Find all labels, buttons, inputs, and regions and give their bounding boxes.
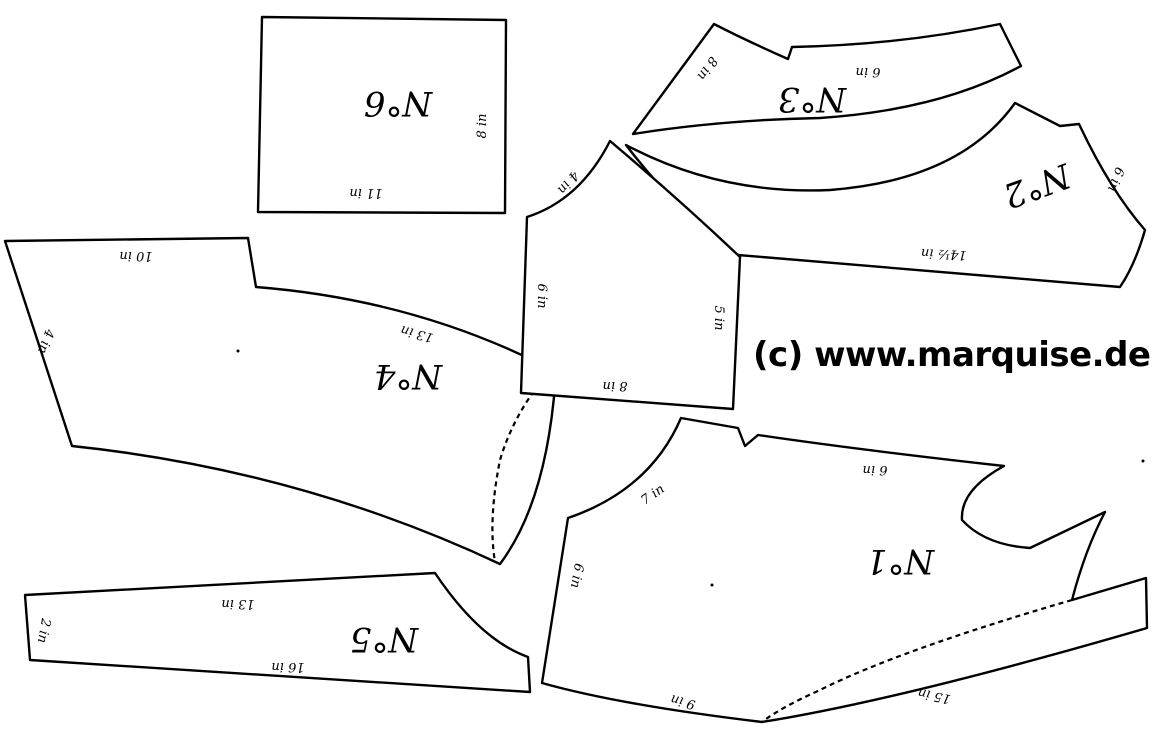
piece-1-label-top: 6 in <box>863 462 888 477</box>
piece-number-1: N°1 <box>866 541 935 581</box>
piece-number-6: N°6 <box>364 83 433 123</box>
piece-5-label-bottom: 16 in <box>271 659 304 674</box>
piece-1-label-bottom: 9 in <box>669 691 697 712</box>
piece-2-label-right: 6 in <box>1104 165 1127 194</box>
copyright-watermark: (c) www.marquise.de <box>753 335 1151 375</box>
piece-4-label-top: 10 in <box>119 248 152 263</box>
pattern-piece-5: N°5 2 in 13 in 16 in <box>23 571 532 694</box>
piece-5-label-top: 13 in <box>221 596 254 611</box>
piece-number-5: N°5 <box>350 619 419 659</box>
center-label-bottom: 8 in <box>603 378 628 393</box>
piece-number-4: N°4 <box>374 356 443 396</box>
center-label-right: 5 in <box>711 306 726 331</box>
piece-2-label-bottom: 14½ in <box>921 245 968 262</box>
piece-6-label-bottom: 11 in <box>349 185 382 200</box>
pattern-piece-1: N°1 7 in 6 in 6 in 9 in 15 in <box>540 416 1149 724</box>
stray-mark <box>1141 459 1145 463</box>
piece-3-label-top: 6 in <box>856 64 881 79</box>
piece-1-label-dart: 15 in <box>916 685 952 707</box>
pattern-piece-center: 4 in 6 in 5 in 8 in <box>519 139 742 411</box>
piece-6-label-right: 8 in <box>475 114 490 139</box>
pattern-piece-4: N°4 10 in 4 in 13 in <box>3 236 558 566</box>
piece-number-3: N°3 <box>778 79 847 119</box>
pattern-piece-3: N°3 8 in 6 in <box>631 22 1023 136</box>
pattern-piece-6: N°6 8 in 11 in <box>256 15 508 215</box>
piece-5-label-left: 2 in <box>34 616 53 644</box>
center-label-left: 6 in <box>534 284 549 309</box>
piece-1-label-left: 6 in <box>567 562 586 589</box>
